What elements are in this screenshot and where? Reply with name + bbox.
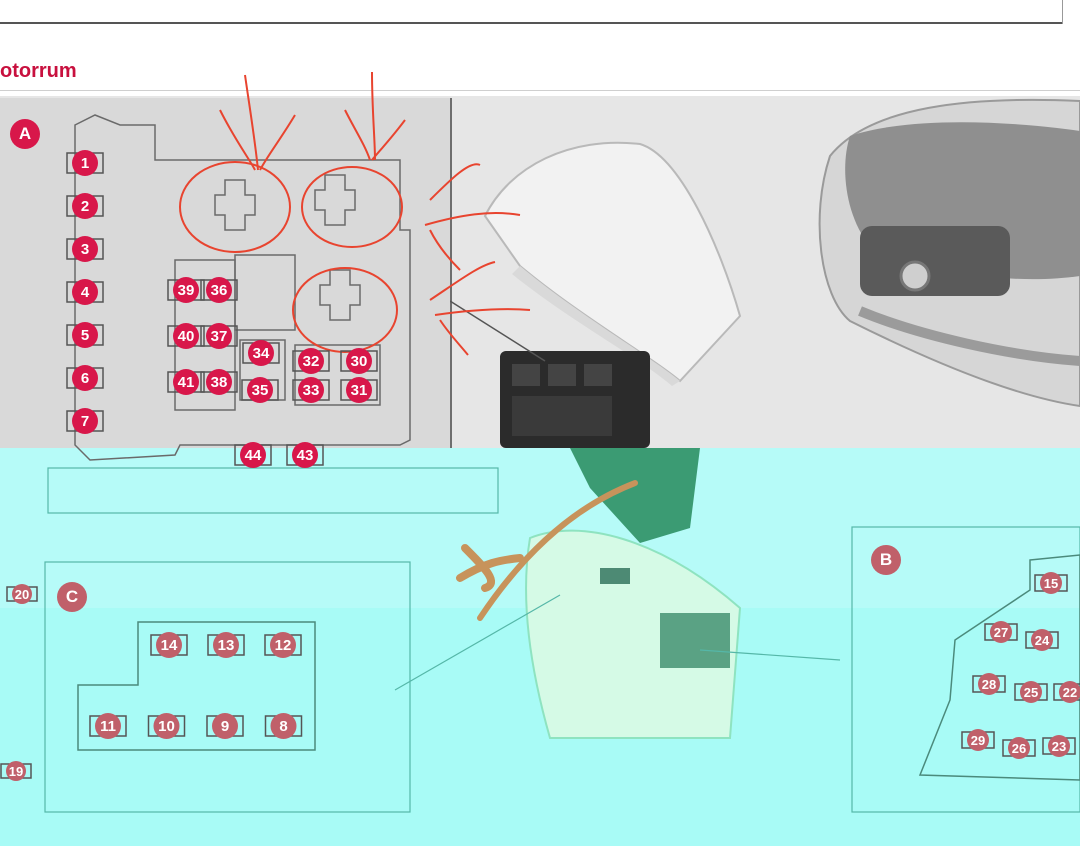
- car-logo: [899, 260, 931, 292]
- relay-slot: [548, 364, 576, 386]
- relay-slot: [512, 364, 540, 386]
- header-bar: [0, 0, 1080, 96]
- relay-slot: [584, 364, 612, 386]
- panel-b-label: B: [871, 545, 901, 575]
- bumper: [858, 306, 1080, 366]
- fuse-box-a-panel: [0, 98, 452, 448]
- header-edge: [1062, 0, 1063, 24]
- relay-body: [512, 396, 612, 436]
- fuse-slot: [600, 568, 630, 584]
- fuse-block: [660, 613, 730, 668]
- relay-box-lower: [570, 448, 700, 543]
- fuse-box-cover: [483, 141, 742, 383]
- engine-bay-illustration: [450, 98, 1080, 448]
- panel-a-label: A: [10, 119, 40, 149]
- page-title: otorrum: [0, 60, 77, 82]
- panel-c-label: C: [57, 582, 87, 612]
- grille: [860, 226, 1010, 296]
- lower-fuse-box-photo: [456, 448, 742, 739]
- pen-mark: [456, 554, 524, 582]
- pen-mark: [461, 544, 495, 592]
- leader-line: [450, 300, 546, 362]
- header-divider: [0, 22, 1062, 24]
- title-underline: [0, 90, 1080, 91]
